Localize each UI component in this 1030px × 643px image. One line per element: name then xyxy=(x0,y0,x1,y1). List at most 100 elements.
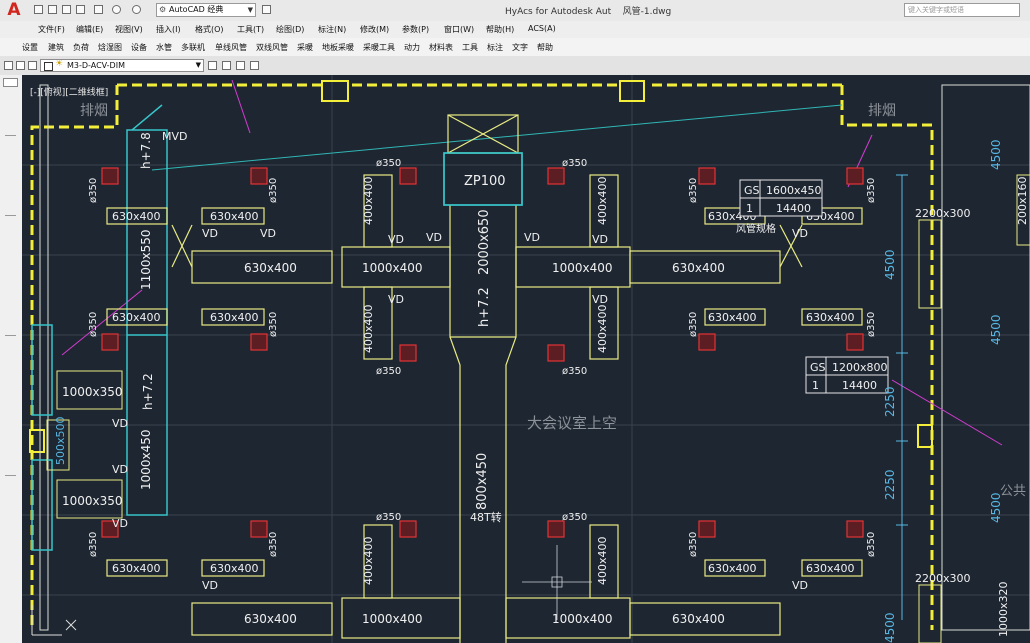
left-duct-lower-size: 1000x450 xyxy=(139,429,153,490)
hymenu-single-duct[interactable]: 单线风管 xyxy=(215,43,247,52)
menu-dimension[interactable]: 标注(N) xyxy=(318,25,347,34)
open-file-icon[interactable] xyxy=(48,5,57,14)
autocad-logo-icon[interactable]: A xyxy=(7,0,21,20)
layer-dropdown[interactable]: ☀ M3-D-ACV-DIM ▼ xyxy=(40,59,204,72)
hymenu-double-duct[interactable]: 双线风管 xyxy=(256,43,288,52)
gear-icon: ⚙ xyxy=(159,5,167,14)
layer-prev-icon[interactable] xyxy=(208,61,217,70)
strip-tab[interactable] xyxy=(3,78,18,87)
damper-mvd: MVD xyxy=(162,130,188,143)
branch-label-11: 630x400 xyxy=(708,562,757,575)
plot-icon[interactable] xyxy=(94,5,103,14)
left-seg-1: 1000x350 xyxy=(62,385,123,399)
branch-label-4: 630x400 xyxy=(210,311,259,324)
palette-strip[interactable] xyxy=(0,75,23,643)
redo-icon[interactable] xyxy=(132,5,141,14)
hymenu-heating-tools[interactable]: 采暖工具 xyxy=(363,43,395,52)
drawing-canvas[interactable]: 排烟 排烟 大会议室上空 公共 h+7.8 1100x550 h+7.2 100… xyxy=(22,75,1030,643)
diffuser-label-14: ø350 xyxy=(866,178,877,203)
undo-icon[interactable] xyxy=(112,5,121,14)
damper-5: VD xyxy=(524,231,540,244)
tag2-flow: 14400 xyxy=(842,379,877,392)
save-icon[interactable] xyxy=(62,5,71,14)
damper-8: VD xyxy=(592,293,608,306)
search-input[interactable]: 键入关键字或短语 xyxy=(904,3,1020,17)
branch-label-12: 630x400 xyxy=(806,562,855,575)
menu-bar: 文件(F) 编辑(E) 视图(V) 插入(I) 格式(O) 工具(T) 绘图(D… xyxy=(0,21,1030,39)
save-as-icon[interactable] xyxy=(76,5,85,14)
main-duct-elev: h+7.2 xyxy=(477,287,492,327)
hymenu-water[interactable]: 水管 xyxy=(156,43,172,52)
right-size-4: 1000x320 xyxy=(997,581,1010,637)
branch-size-r2: 630x400 xyxy=(672,612,725,626)
hymenu-building[interactable]: 建筑 xyxy=(48,43,64,52)
main-duct-lower-note: 48T转 xyxy=(470,510,502,524)
viewport-label[interactable]: [-][俯视][二维线框] xyxy=(30,86,108,98)
diffuser-label-5: ø350 xyxy=(88,532,99,557)
main-right-size: 1000x400 xyxy=(552,261,613,275)
hymenu-annotate[interactable]: 标注 xyxy=(487,43,503,52)
hymenu-vrf[interactable]: 多联机 xyxy=(181,43,205,52)
exhaust-room-left: 排烟 xyxy=(80,103,108,119)
hymenu-load[interactable]: 负荷 xyxy=(73,43,89,52)
layer-off-icon[interactable] xyxy=(250,61,259,70)
menu-draw[interactable]: 绘图(D) xyxy=(276,25,305,34)
diffuser-label-2: ø350 xyxy=(268,178,279,203)
layer-lock-icon[interactable] xyxy=(28,61,37,70)
duct-tag-1[interactable]: GS 1600x450 1 14400 xyxy=(739,179,823,217)
menu-insert[interactable]: 插入(I) xyxy=(156,25,181,34)
damper-3: VD xyxy=(388,233,404,246)
duct-plan-drawing[interactable]: 排烟 排烟 大会议室上空 公共 h+7.8 1100x550 h+7.2 100… xyxy=(22,75,1030,643)
hymenu-material[interactable]: 材料表 xyxy=(429,43,453,52)
main-right-size-bottom: 1000x400 xyxy=(552,612,613,626)
hymenu-equipment[interactable]: 设备 xyxy=(131,43,147,52)
diffuser-label-9: ø350 xyxy=(376,366,401,377)
layer-color-icon xyxy=(44,62,53,71)
layer-sun-icon[interactable] xyxy=(16,61,25,70)
hymenu-floor-heating[interactable]: 地板采暖 xyxy=(322,43,354,52)
hymenu-heating[interactable]: 采暖 xyxy=(297,43,313,52)
diffuser-label-17: ø350 xyxy=(688,532,699,557)
layer-iso-icon[interactable] xyxy=(236,61,245,70)
strip-marker xyxy=(5,135,16,136)
layer-match-icon[interactable] xyxy=(222,61,231,70)
diffuser-label-16: ø350 xyxy=(866,312,877,337)
tag1-flow: 14400 xyxy=(776,202,811,215)
hymenu-help[interactable]: 帮助 xyxy=(537,43,553,52)
hymenu-psychro[interactable]: 焓湿图 xyxy=(98,43,122,52)
main-duct-size: 2000x650 xyxy=(477,209,492,275)
workspace-toggle-icon[interactable] xyxy=(262,5,271,14)
branch-label-5: 630x400 xyxy=(112,562,161,575)
right-size-2: 2200x300 xyxy=(915,572,971,585)
duct-tag-2[interactable]: GS 1200x800 1 14400 xyxy=(805,356,889,394)
hymenu-tools[interactable]: 工具 xyxy=(462,43,478,52)
workspace-selector[interactable]: ⚙ AutoCAD 经典 ▼ xyxy=(156,3,256,17)
tag1-num: 1 xyxy=(746,202,753,215)
menu-tools[interactable]: 工具(T) xyxy=(237,25,265,34)
diffuser-label-18: ø350 xyxy=(866,532,877,557)
diffuser-label-7: ø350 xyxy=(376,158,401,169)
main-duct-lower-size: 800x450 xyxy=(475,453,490,510)
menu-view[interactable]: 视图(V) xyxy=(115,25,143,34)
damper-4: VD xyxy=(426,231,442,244)
menu-parametric[interactable]: 参数(P) xyxy=(402,25,430,34)
layer-light-icon[interactable] xyxy=(4,61,13,70)
menu-help[interactable]: 帮助(H) xyxy=(486,25,515,34)
sun-icon: ☀ xyxy=(55,59,64,69)
menu-edit[interactable]: 编辑(E) xyxy=(76,25,104,34)
tag1-size: 1600x450 xyxy=(766,184,822,197)
menu-window[interactable]: 窗口(W) xyxy=(444,25,475,34)
tag2-code: GS xyxy=(810,361,826,374)
workspace-label: AutoCAD 经典 xyxy=(169,5,224,14)
new-file-icon[interactable] xyxy=(34,5,43,14)
menu-acs[interactable]: ACS(A) xyxy=(528,24,556,33)
hymenu-settings[interactable]: 设置 xyxy=(22,43,38,52)
strip-marker xyxy=(5,335,16,336)
hymenu-text[interactable]: 文字 xyxy=(512,43,528,52)
hymenu-power[interactable]: 动力 xyxy=(404,43,420,52)
menu-format[interactable]: 格式(O) xyxy=(195,25,224,34)
damper-10: VD xyxy=(112,463,128,476)
menu-file[interactable]: 文件(F) xyxy=(38,25,65,34)
diffuser-label-12: ø350 xyxy=(562,512,587,523)
menu-modify[interactable]: 修改(M) xyxy=(360,25,390,34)
